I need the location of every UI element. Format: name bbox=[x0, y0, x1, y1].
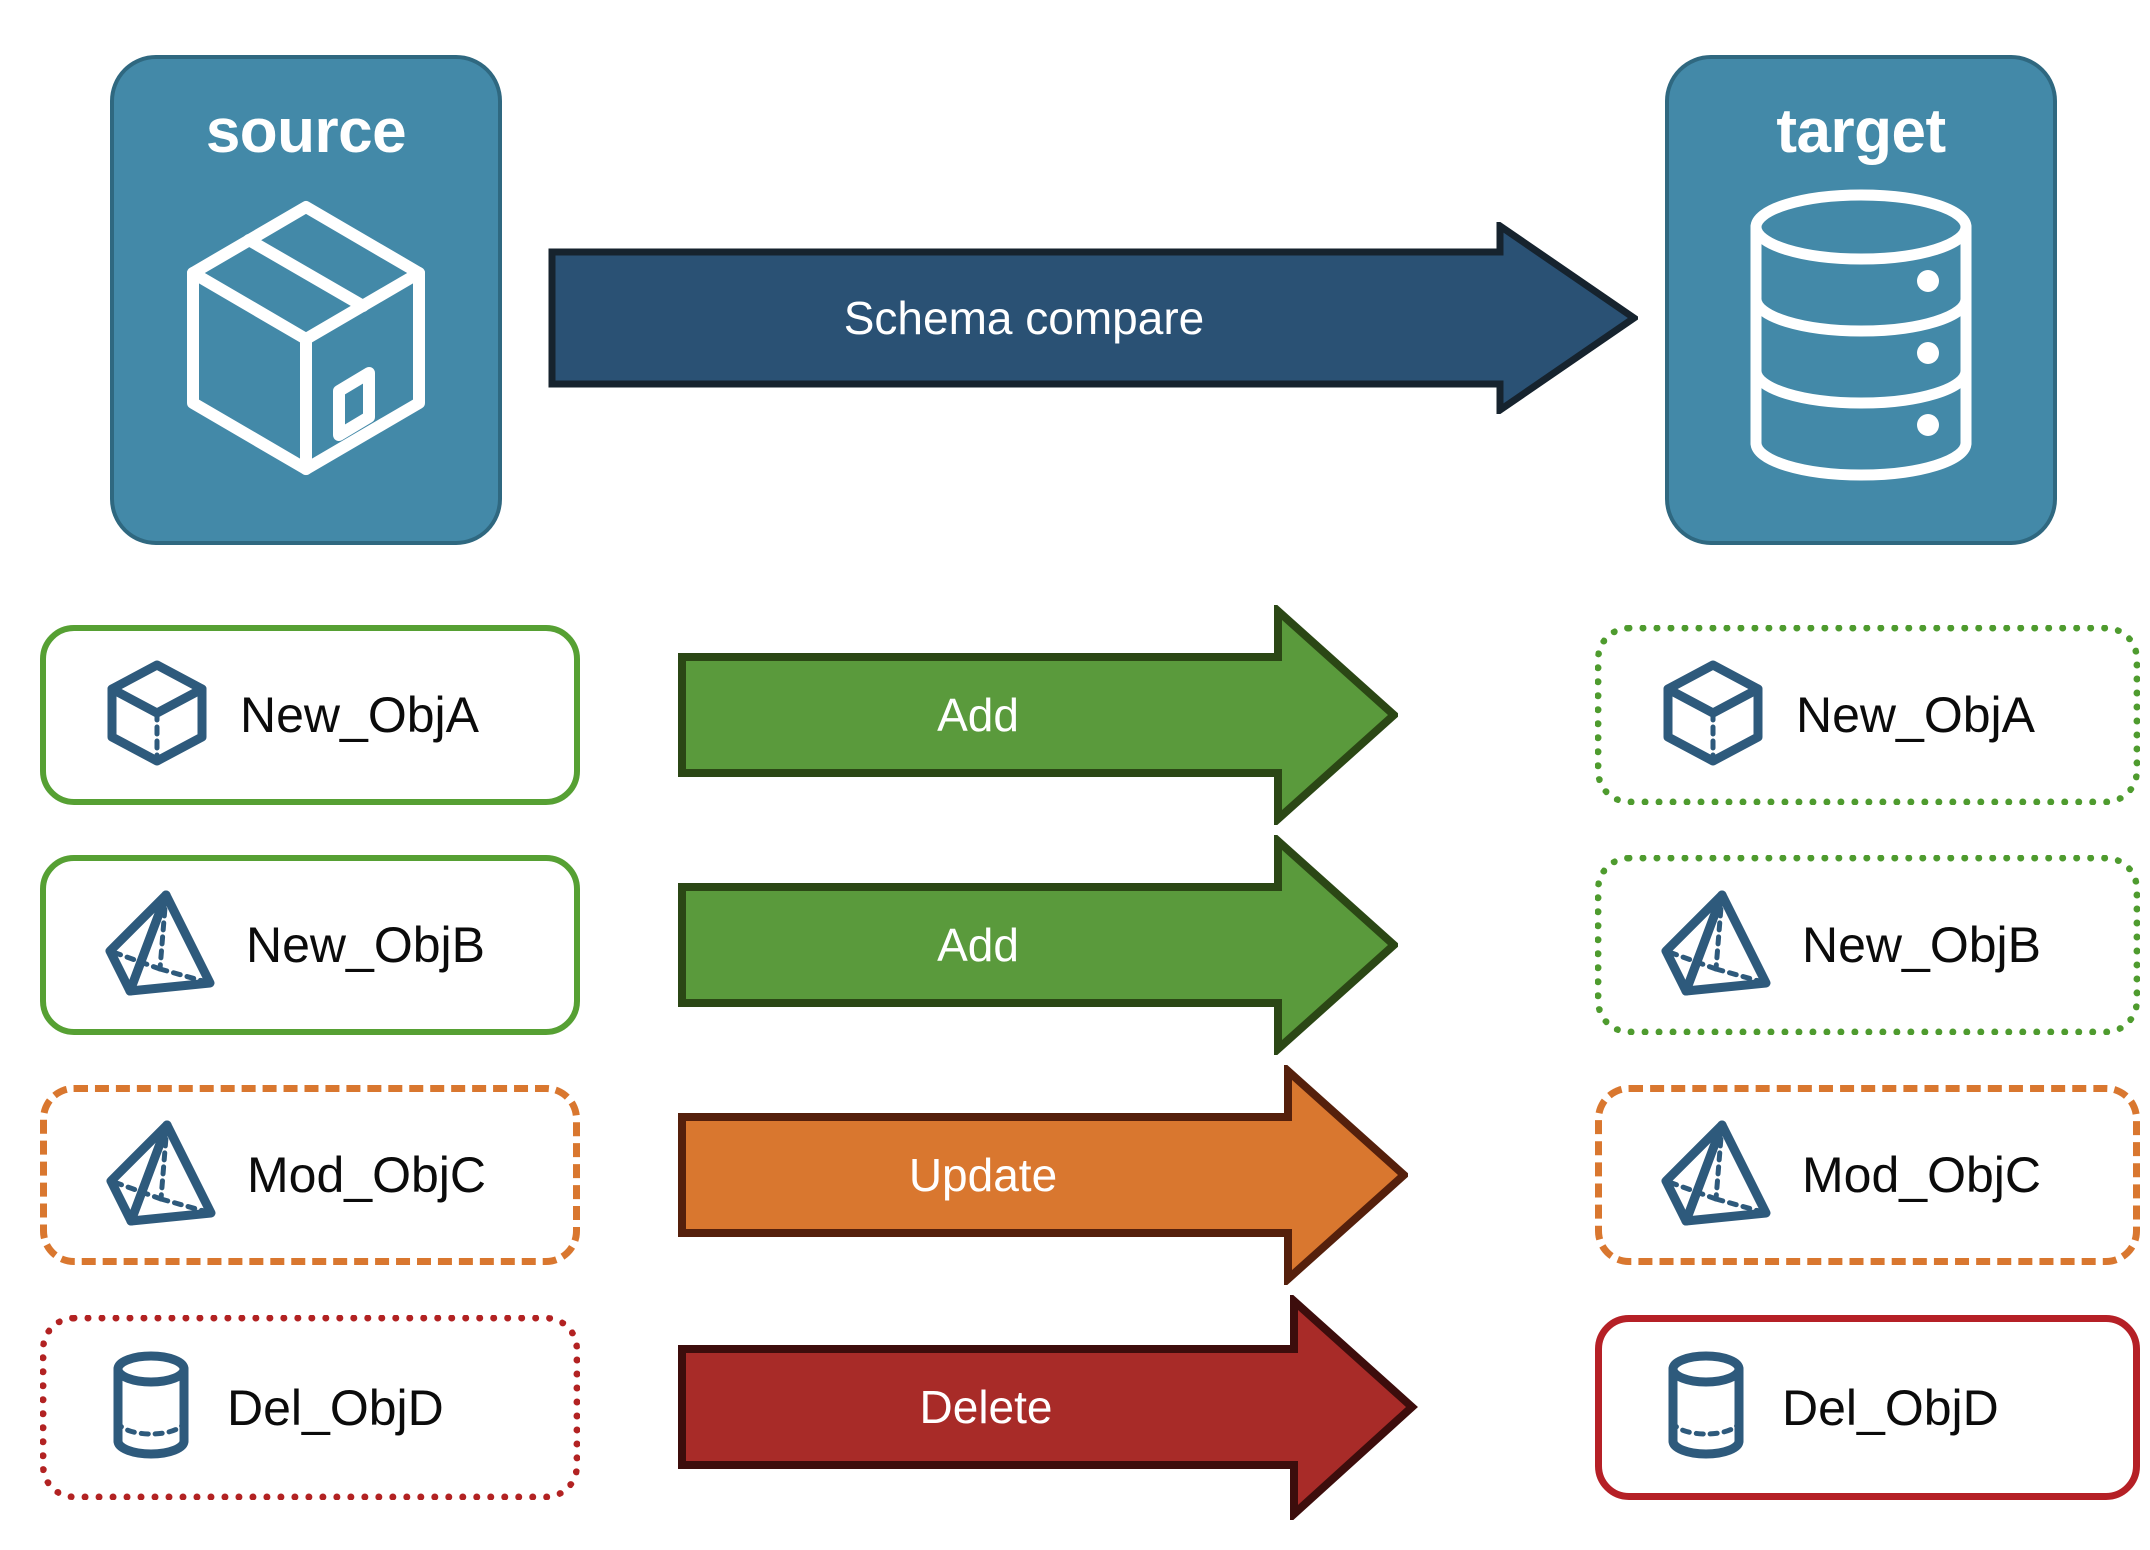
target-object-box[interactable]: New_ObjA bbox=[1595, 625, 2140, 805]
wireframe-pyramid-icon bbox=[105, 1117, 217, 1234]
add-arrow-row2: Add bbox=[678, 835, 1398, 1055]
source-endpoint-card: source bbox=[110, 55, 502, 545]
source-object-label: New_ObjA bbox=[240, 687, 479, 743]
wireframe-cube-icon bbox=[1660, 657, 1766, 774]
package-box-icon bbox=[171, 185, 441, 490]
add-arrow-row1: Add bbox=[678, 605, 1398, 825]
source-object-box[interactable]: New_ObjB bbox=[40, 855, 580, 1035]
target-object-label: Mod_ObjC bbox=[1802, 1147, 2041, 1203]
source-object-box[interactable]: Del_ObjD bbox=[40, 1315, 580, 1500]
schema-compare-arrow: Schema compare bbox=[548, 222, 1638, 414]
target-object-box[interactable]: Del_ObjD bbox=[1595, 1315, 2140, 1500]
wireframe-pyramid-icon bbox=[1660, 1117, 1772, 1234]
delete-arrow-row4: Delete bbox=[678, 1295, 1418, 1520]
source-object-box[interactable]: New_ObjA bbox=[40, 625, 580, 805]
wireframe-cylinder-icon bbox=[105, 1349, 197, 1466]
source-object-label: Mod_ObjC bbox=[247, 1147, 486, 1203]
target-object-label: New_ObjA bbox=[1796, 687, 2035, 743]
wireframe-pyramid-icon bbox=[104, 887, 216, 1004]
source-object-label: New_ObjB bbox=[246, 917, 485, 973]
source-object-label: Del_ObjD bbox=[227, 1379, 444, 1436]
database-cylinder-icon bbox=[1736, 185, 1986, 490]
target-endpoint-card: target bbox=[1665, 55, 2057, 545]
target-object-label: New_ObjB bbox=[1802, 917, 2041, 973]
wireframe-cube-icon bbox=[104, 657, 210, 774]
target-object-label: Del_ObjD bbox=[1782, 1379, 1999, 1436]
source-title: source bbox=[205, 97, 407, 166]
source-object-box[interactable]: Mod_ObjC bbox=[40, 1085, 580, 1265]
wireframe-cylinder-icon bbox=[1660, 1349, 1752, 1466]
update-arrow-row3: Update bbox=[678, 1065, 1408, 1285]
target-title: target bbox=[1776, 97, 1946, 166]
wireframe-pyramid-icon bbox=[1660, 887, 1772, 1004]
target-object-box[interactable]: Mod_ObjC bbox=[1595, 1085, 2140, 1265]
target-object-box[interactable]: New_ObjB bbox=[1595, 855, 2140, 1035]
